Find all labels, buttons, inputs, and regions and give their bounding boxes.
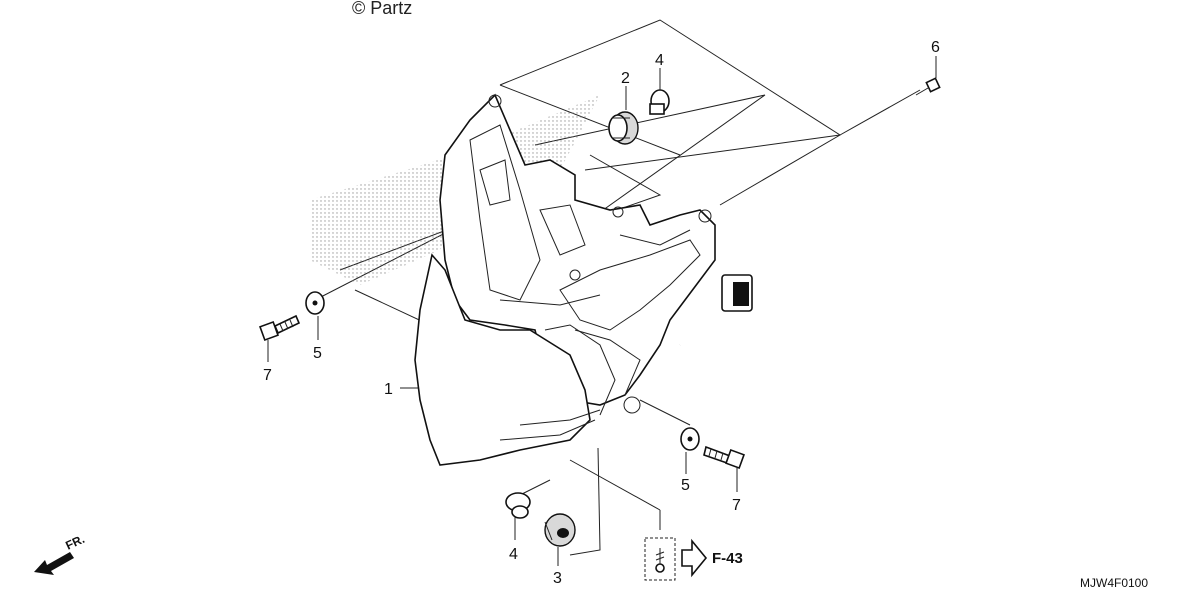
part-6-screw [915, 77, 941, 96]
part-3-grommet [544, 513, 576, 547]
callout-7-right: 7 [732, 497, 741, 514]
callout-3: 3 [553, 570, 562, 587]
reference-arrow-icon[interactable] [681, 538, 708, 578]
connector-plug-face [733, 282, 749, 306]
callout-6: 6 [931, 39, 940, 56]
callout-4-top: 4 [655, 52, 664, 69]
part-5-washer-right [680, 427, 700, 451]
callout-7-left: 7 [263, 367, 272, 384]
headlight-lens [414, 253, 591, 466]
callout-5-left: 5 [313, 345, 322, 362]
callout-leaders [267, 56, 937, 566]
diagram-code: MJW4F0100 [1080, 576, 1148, 590]
part-5-washer-left [305, 291, 325, 315]
part-4-collar-top [649, 89, 670, 115]
reference-label[interactable]: F-43 [712, 550, 743, 567]
callout-1: 1 [384, 381, 393, 398]
connector-cable-inner [679, 308, 736, 347]
housing-details [469, 94, 712, 441]
headlight-housing [439, 93, 716, 406]
screw-icon [655, 548, 665, 573]
part-2-grommet [608, 111, 639, 145]
part-7-bolt-left [259, 314, 301, 341]
part-7-bolt-right [703, 445, 745, 469]
direction-label: FR. [63, 532, 86, 553]
fr-arrow-icon [34, 552, 74, 575]
callout-5-right: 5 [681, 477, 690, 494]
callout-4-bottom: 4 [509, 546, 518, 563]
callout-2: 2 [621, 70, 630, 87]
reference-screw-box [644, 537, 676, 581]
watermark: © Partz [352, 0, 412, 18]
part-4-collar-bottom [505, 492, 531, 519]
